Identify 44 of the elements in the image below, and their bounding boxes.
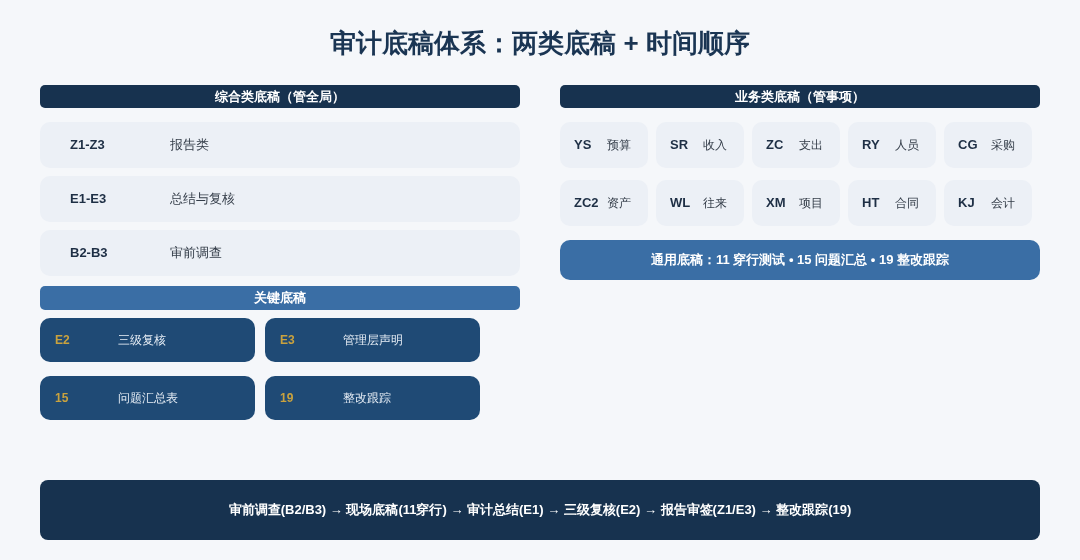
doc-code: WL [670, 194, 692, 213]
section-heading: 综合类底稿（管全局） [40, 85, 520, 108]
doc-name: 合同 [895, 195, 919, 212]
doc-code: ZC [766, 136, 785, 155]
doc-name: 采购 [991, 137, 1015, 154]
doc-code: E3 [280, 332, 296, 349]
doc-name: 往来 [703, 195, 727, 212]
doc-code: Z1-Z3 [70, 136, 106, 155]
doc-code: XM [766, 194, 787, 213]
doc-code: B2-B3 [70, 244, 109, 263]
doc-name: 会计 [991, 195, 1015, 212]
doc-code: HT [862, 194, 881, 213]
general-docs-bar: 通用底稿：11 穿行测试 • 15 问题汇总 • 19 整改跟踪 [560, 240, 1040, 280]
key-doc-card [40, 318, 255, 362]
doc-name: 审前调查 [170, 244, 222, 263]
diagram-title: 审计底稿体系：两类底稿 + 时间顺序 [330, 27, 750, 60]
doc-code: YS [574, 136, 593, 155]
doc-name: 支出 [799, 137, 823, 154]
doc-code: 15 [55, 390, 70, 407]
doc-name: 收入 [703, 137, 727, 154]
doc-name: 管理层声明 [343, 332, 403, 349]
doc-code: E1-E3 [70, 190, 108, 209]
key-doc-card [40, 376, 255, 420]
doc-name: 报告类 [170, 136, 209, 155]
doc-name: 三级复核 [118, 332, 166, 349]
doc-name: 预算 [607, 137, 631, 154]
doc-code: KJ [958, 194, 976, 213]
doc-name: 整改跟踪 [343, 390, 391, 407]
doc-name: 资产 [607, 195, 631, 212]
doc-name: 人员 [895, 137, 919, 154]
doc-name: 总结与复核 [170, 190, 235, 209]
doc-name: 项目 [799, 195, 823, 212]
key-doc-card [265, 318, 480, 362]
section-heading: 业务类底稿（管事项） [560, 85, 1040, 108]
doc-code: E2 [55, 332, 71, 349]
doc-code: 19 [280, 390, 295, 407]
doc-code: ZC2 [574, 194, 600, 213]
key-doc-card [265, 376, 480, 420]
doc-code: SR [670, 136, 690, 155]
doc-code: CG [958, 136, 979, 155]
section-heading: 关键底稿 [40, 286, 520, 310]
timeline-bar: 审前调查(B2/B3) → 现场底稿(11穿行) → 审计总结(E1) → 三级复核(E2) → 报告审签(Z1/E3) → 整改跟踪(19) [40, 480, 1040, 540]
doc-name: 问题汇总表 [118, 390, 178, 407]
doc-code: RY [862, 136, 881, 155]
